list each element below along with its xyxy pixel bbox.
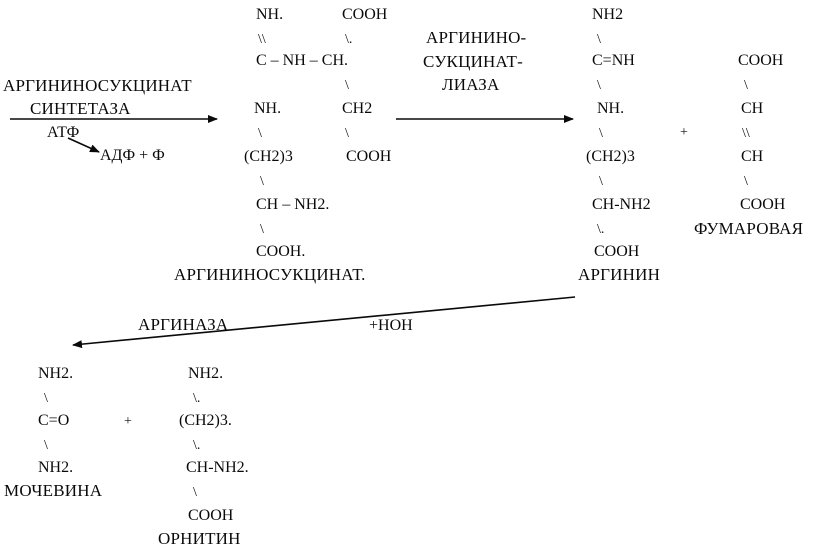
fumarate-row-6: \ [744,174,748,189]
lyase-label-line1: АРГИНИНО- [426,28,527,47]
ornithine-row-4: \. [193,438,201,453]
water-label: +НОН [369,317,413,334]
argininosuccinate-row-1-left: NH. [256,6,284,23]
arginine-name: АРГИНИН [578,265,661,284]
arginine-row-2: \ [597,32,601,47]
fumarate-row-2: \ [744,78,748,93]
argininosuccinate-row-2-left: \\ [258,32,266,47]
fumarate-row-3: CH [741,100,764,117]
plus-sign: + [680,125,688,140]
fumarate-row-7: COOH [740,196,786,213]
adp-label: АДФ + Ф [100,147,165,164]
arginine-row-6: \ [599,126,603,141]
synthetase-label-line1: АРГИНИНОСУКЦИНАТ [3,76,192,95]
argininosuccinate-row-6-right: \ [345,126,349,141]
atp-to-adp-arrow [67,137,100,153]
lyase-label-line2: СУКЦИНАТ- [423,52,523,71]
ornithine-row-3: (CH2)3. [179,412,232,429]
fumarate-row-4: \\ [742,126,750,141]
atp-label: АТФ [47,124,80,141]
ornithine-row-5: CH-NH2. [186,459,249,476]
argininosuccinate-name: АРГИНИНОСУКЦИНАТ. [174,265,366,284]
argininosuccinate-row-5-left: NH. [254,100,282,117]
argininosuccinate-row-4: \ [345,78,349,93]
argininosuccinate-row-10: \ [260,222,264,237]
urea-row-5: NH2. [38,459,74,476]
argininosuccinate-row-6-left: \ [258,126,262,141]
arginase-label: АРГИНАЗА [138,315,229,334]
argininosuccinate-row-2-right: \. [345,32,353,47]
arginine-row-5: NH. [597,100,625,117]
argininosuccinate-row-7-right: COOH [346,148,392,165]
argininosuccinate-row-11: COOH. [256,243,306,260]
arginine-row-7: (CH2)3 [586,148,635,165]
arginine-row-3: C=NH [592,52,635,69]
fumarate-row-5: CH [741,148,764,165]
argininosuccinate-row-9: CH – NH2. [256,196,330,213]
arginine-row-1: NH2 [592,6,624,23]
urea-row-3: C=O [38,412,70,429]
urea-name: МОЧЕВИНА [4,481,103,500]
plus-sign: + [124,414,132,429]
arginine-row-10: \. [597,222,605,237]
arginase-arrow [72,296,576,349]
argininosuccinate-row-5-right: CH2 [342,100,373,117]
arginine-row-9: CH-NH2 [592,196,651,213]
fumarate-row-1: COOH [738,52,784,69]
arginine-row-4: \ [597,78,601,93]
fumarate-name: ФУМАРОВАЯ [694,219,804,238]
argininosuccinate-row-8: \ [260,174,264,189]
argininosuccinate-row-3: C – NH – CH. [256,52,349,69]
arginine-row-8: \ [599,174,603,189]
ornithine-row-1: NH2. [188,365,224,382]
lyase-label-line3: ЛИАЗА [442,75,500,94]
urea-row-1: NH2. [38,365,74,382]
argininosuccinate-row-1-right: COOH [342,6,388,23]
argininosuccinate-row-7-left: (CH2)3 [244,148,293,165]
ornithine-row-2: \. [193,391,201,406]
urea-row-2: \ [44,391,48,406]
synthetase-label-line2: СИНТЕТАЗА [30,99,131,118]
ornithine-name: ОРНИТИН [158,529,241,548]
ornithine-row-6: \ [193,485,197,500]
arginine-row-11: COOH [594,243,640,260]
urea-row-4: \ [44,438,48,453]
ornithine-row-7: COOH [188,507,234,524]
